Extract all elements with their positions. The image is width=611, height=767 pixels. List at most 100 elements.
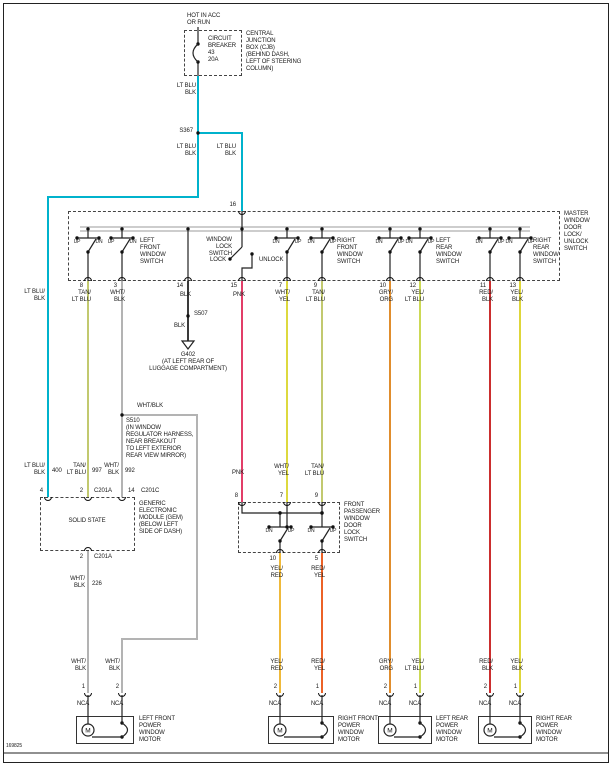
wire-label-blk-2: BLK (173, 323, 185, 329)
wire-label-whtblk-1: WHT/ BLK (110, 290, 125, 304)
wire-label-feed-left: LT BLU BLK (176, 144, 196, 158)
pin-16-label: 16 (229, 202, 237, 208)
switch-direction-label: UP (329, 239, 337, 245)
circuit-breaker-label: CIRCUIT BREAKER 43 20A (208, 36, 236, 64)
gem-conn-c201c-label: C201C (141, 488, 160, 494)
gem-pin-14-label: 14 (128, 488, 135, 494)
window-lock-switch-label: WINDOW LOCK SWITCH (206, 237, 232, 258)
wire-label-whtyel-1: WHT/ YEL (275, 290, 290, 304)
wire-label-whtblk-m1: WHT/ BLK (71, 659, 86, 673)
pin-15-label: 15 (230, 283, 238, 289)
pass-pin-5-label: 5 (314, 556, 318, 562)
wire-label-whtyel-2: WHT/ YEL (274, 464, 289, 478)
unlock-label: UNLOCK (259, 257, 284, 263)
wire-label-whtblk-m2: WHT/ BLK (105, 659, 120, 673)
lr-motor-pin-2-label: 2 (383, 684, 387, 690)
wire-label-tan-ltblu-1: TAN/ LT BLU (71, 290, 91, 304)
nca-label-3: NCA (268, 701, 282, 707)
lr-motor-label: LEFT REAR POWER WINDOW MOTOR (436, 716, 468, 744)
switch-direction-label: UP (527, 239, 535, 245)
circuit-997-label: 997 (92, 468, 102, 474)
nca-label-7: NCA (478, 701, 492, 707)
right-front-switch-label: RIGHT FRONT WINDOW SWITCH (337, 238, 363, 266)
circuit-breaker-box (184, 30, 242, 76)
wire-label-ltblublk-col: LT BLU/ BLK (24, 289, 45, 303)
nca-label-4: NCA (310, 701, 324, 707)
lf-motor-label: LEFT FRONT POWER WINDOW MOTOR (139, 716, 175, 744)
pin-12-label: 12 (409, 283, 417, 289)
pin-3-label: 3 (113, 283, 117, 289)
wire-label-gryorg-2: GRY/ ORG (378, 659, 393, 673)
wire-label-redyel-1: RED/ YEL (311, 566, 325, 580)
wire-label-feed: LT BLU BLK (176, 83, 196, 97)
switch-direction-label: DN (265, 528, 273, 534)
pin-7-label: 7 (278, 283, 282, 289)
wire-label-feed-right: LT BLU BLK (216, 144, 236, 158)
pass-pin-10-label: 10 (269, 556, 277, 562)
nca-label-5: NCA (378, 701, 392, 707)
pass-pin-7-label: 7 (279, 493, 283, 499)
switch-direction-label: UP (294, 239, 302, 245)
nca-label-2: NCA (110, 701, 124, 707)
circuit-400-label: 400 (52, 468, 62, 474)
rr-motor-box (478, 716, 532, 744)
switch-direction-label: DN (307, 528, 315, 534)
circuit-992-label: 992 (125, 468, 135, 474)
splice-s507-label: S507 (194, 311, 208, 317)
wire-label-yelltblu-2: YEL/ LT BLU (404, 659, 424, 673)
rf-motor-pin-1-label: 1 (315, 684, 319, 690)
switch-direction-label: DN (95, 239, 103, 245)
switch-direction-label: DN (272, 239, 280, 245)
solid-state-label: SOLID STATE (68, 518, 106, 524)
wire-label-pnk-2: PNK (231, 470, 244, 476)
rr-motor-pin-1-label: 1 (513, 684, 517, 690)
nca-label-6: NCA (408, 701, 422, 707)
wire-label-redblk-2: RED/ BLK (479, 659, 493, 673)
gem-bottom-conn-label: C201A (94, 554, 112, 560)
rr-motor-pin-2-label: 2 (483, 684, 487, 690)
wire-label-gryorg-1: GRY/ ORG (378, 290, 393, 304)
switch-direction-label: UP (73, 239, 81, 245)
pin-9-label: 9 (313, 283, 317, 289)
nca-label-8: NCA (508, 701, 522, 707)
wire-label-pnk-1: PNK (232, 292, 245, 298)
drawing-id: 169825 (6, 743, 23, 749)
gem-bottom-pin-2-label: 2 (79, 554, 83, 560)
wire-label-blk-1: BLK (179, 292, 191, 298)
wire-label-redblk-1: RED/ BLK (479, 290, 493, 304)
wire-label-yelblk-1: YEL/ BLK (510, 290, 523, 304)
pass-pin-8-label: 8 (234, 493, 238, 499)
switch-direction-label: DN (375, 239, 383, 245)
switch-direction-label: UP (427, 239, 435, 245)
gem-pin-2-label: 2 (79, 488, 83, 494)
hot-in-acc-label: HOT IN ACC OR RUN (187, 13, 221, 27)
master-switch-label: MASTER WINDOW DOOR LOCK/ UNLOCK SWITCH (564, 211, 590, 253)
wire-label-redyel-2: RED/ YEL (311, 659, 325, 673)
passenger-switch-label: FRONT PASSENGER WINDOW DOOR LOCK SWITCH (344, 502, 380, 544)
rr-motor-label: RIGHT REAR POWER WINDOW MOTOR (536, 716, 572, 744)
wire-label-ltblublk-gem: LT BLU/ BLK (24, 463, 45, 477)
pin-10-label: 10 (379, 283, 387, 289)
page-border (3, 3, 609, 763)
cjb-location-label: CENTRAL JUNCTION BOX (CJB) (BEHIND DASH,… (246, 31, 302, 73)
switch-direction-label: UP (329, 528, 337, 534)
switch-direction-label: DN (129, 239, 137, 245)
wire-label-whtblk-branch: WHT/BLK (137, 403, 163, 409)
gem-pin-4-label: 4 (39, 488, 43, 494)
wire-label-tan-ltblu-3: TAN/ LT BLU (304, 464, 324, 478)
wire-label-whtblk-gem: WHT/ BLK (104, 463, 119, 477)
wire-label-yelltblu-1: YEL/ LT BLU (404, 290, 424, 304)
rf-motor-pin-2-label: 2 (273, 684, 277, 690)
lock-label: LOCK (210, 257, 226, 263)
rf-motor-box (268, 716, 334, 744)
switch-direction-label: UP (107, 239, 115, 245)
rf-motor-label: RIGHT FRONT POWER WINDOW MOTOR (338, 716, 378, 744)
wire-label-yelred-1: YEL/ RED (270, 566, 283, 580)
pin-13-label: 13 (509, 283, 517, 289)
lf-motor-pin-1-label: 1 (81, 684, 85, 690)
switch-direction-label: UP (497, 239, 505, 245)
pin-14-label: 14 (176, 283, 184, 289)
lr-motor-pin-1-label: 1 (413, 684, 417, 690)
switch-direction-label: DN (505, 239, 513, 245)
